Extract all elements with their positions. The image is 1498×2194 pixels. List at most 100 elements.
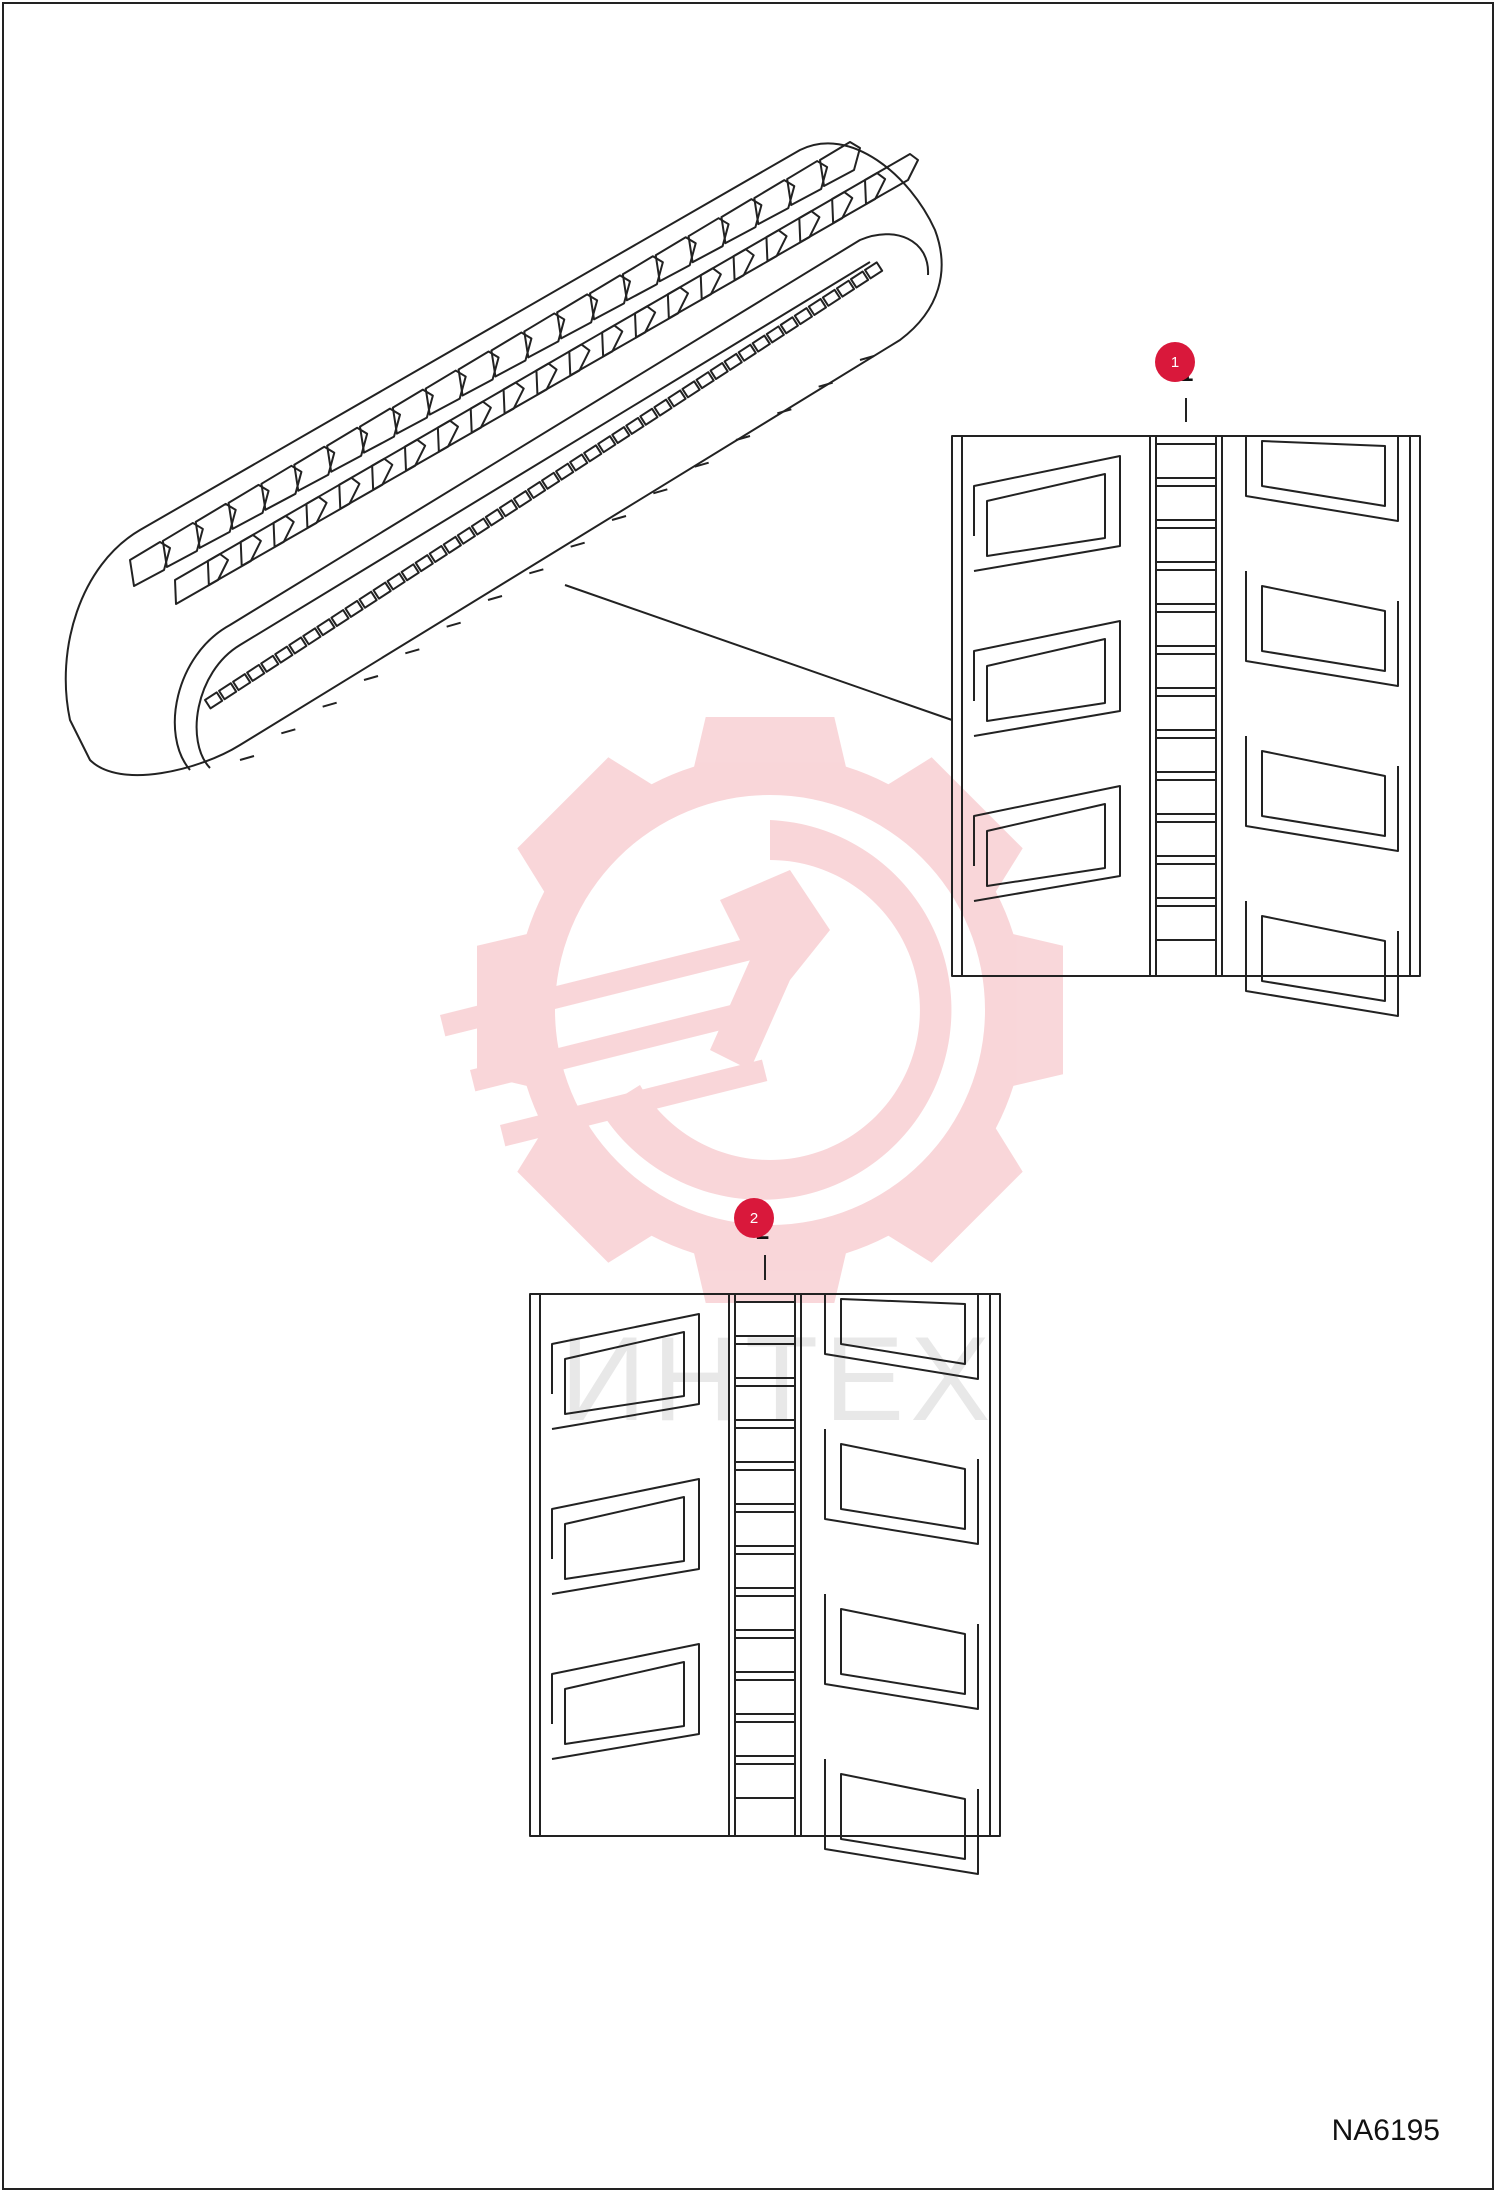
tread-lug-right-face <box>1261 915 1386 1002</box>
track-lug-edge <box>818 381 833 388</box>
track-lug-edge <box>570 541 585 548</box>
track-lug <box>194 502 237 549</box>
tread-lug-left-face <box>564 1661 685 1745</box>
track-link <box>555 462 575 481</box>
track-link <box>667 389 687 408</box>
center-block <box>734 1427 796 1463</box>
track-link <box>849 270 870 289</box>
tread-lug-left <box>973 620 1121 737</box>
track-lug-edge <box>735 435 751 441</box>
center-block <box>734 1469 796 1505</box>
track-lug <box>227 483 270 530</box>
tread-lug-left <box>973 455 1121 572</box>
center-block <box>1155 527 1217 563</box>
track-lug <box>326 426 369 473</box>
track-link <box>344 599 364 618</box>
track-link <box>498 499 519 518</box>
tread-detail-2 <box>529 1293 1001 1875</box>
center-block <box>1155 569 1217 605</box>
track-lug <box>589 274 631 321</box>
tread-lug-left-face <box>986 473 1106 557</box>
track-link <box>456 526 476 545</box>
track-lug-edge <box>322 701 337 708</box>
tread-lug-left-face <box>564 1331 685 1415</box>
tread-lug-right <box>1245 736 1399 852</box>
track-link <box>625 416 645 435</box>
center-block <box>1155 779 1217 815</box>
track-link <box>260 654 280 673</box>
center-block <box>734 1637 796 1673</box>
tread-lug-right <box>1245 571 1399 687</box>
track-link <box>414 554 434 573</box>
track-link <box>442 535 462 554</box>
center-block <box>734 1385 796 1421</box>
tread-lug-right <box>824 1429 979 1545</box>
track-link <box>709 362 729 381</box>
center-block <box>734 1679 796 1715</box>
tread-lug-left-face <box>986 638 1106 722</box>
track-link <box>330 609 350 628</box>
leader-line <box>564 584 953 721</box>
track-link <box>569 453 589 472</box>
tread-lug-right-face <box>1261 750 1386 837</box>
rubber-track-perspective <box>64 141 943 777</box>
track-link <box>835 279 856 298</box>
center-block <box>1155 611 1217 647</box>
track-link <box>611 426 631 445</box>
callout-2-marker[interactable]: 2 <box>734 1198 774 1238</box>
track-lug-edge <box>281 728 296 735</box>
track-link <box>807 297 828 316</box>
center-block <box>1155 653 1217 689</box>
tread-lug-left <box>973 785 1121 902</box>
tread-lug-right-face <box>1261 585 1386 672</box>
track-link <box>695 371 715 390</box>
track-lug <box>654 236 697 283</box>
tread-lug-right <box>1245 901 1399 1017</box>
center-block <box>1155 695 1217 731</box>
callout-1-marker[interactable]: 1 <box>1155 342 1195 382</box>
gear-wrench-icon <box>439 717 1063 1303</box>
track-lug <box>523 312 566 359</box>
center-block <box>1155 821 1217 857</box>
tread-lug-right-face <box>840 1608 966 1695</box>
track-lug-edge <box>611 515 627 521</box>
track-link <box>765 325 785 344</box>
track-lug-edge <box>239 755 255 761</box>
track-link <box>400 563 420 582</box>
track-link <box>218 682 238 701</box>
track-link <box>316 618 336 637</box>
center-block <box>734 1301 796 1337</box>
track-link <box>274 645 294 664</box>
track-lug-edge <box>487 595 503 601</box>
track-link <box>779 316 799 335</box>
track-link <box>203 691 224 710</box>
center-block <box>734 1553 796 1589</box>
tread-lug-left <box>551 1313 700 1430</box>
tread-lug-right <box>824 1294 979 1380</box>
center-block <box>1155 737 1217 773</box>
track-lug <box>359 407 401 454</box>
tread-detail-1 <box>951 435 1421 1017</box>
center-block <box>1155 485 1217 521</box>
track-lug <box>720 198 763 245</box>
track-link <box>358 590 378 609</box>
tread-lug-left-face <box>986 803 1106 887</box>
track-link <box>639 407 659 426</box>
center-block <box>734 1511 796 1547</box>
track-lug <box>786 160 829 207</box>
track-link <box>246 663 266 682</box>
tread-lug-right-face <box>1261 440 1386 507</box>
track-link <box>526 480 547 499</box>
track-lug-mid <box>864 153 919 205</box>
track-link <box>288 636 308 655</box>
track-lug-edge <box>653 488 668 495</box>
track-lug <box>391 388 434 435</box>
center-block <box>1155 443 1217 479</box>
track-lug-edge <box>405 648 420 655</box>
track-lug <box>424 369 467 416</box>
track-link <box>386 572 406 591</box>
track-link <box>484 508 505 527</box>
track-link <box>372 581 392 600</box>
